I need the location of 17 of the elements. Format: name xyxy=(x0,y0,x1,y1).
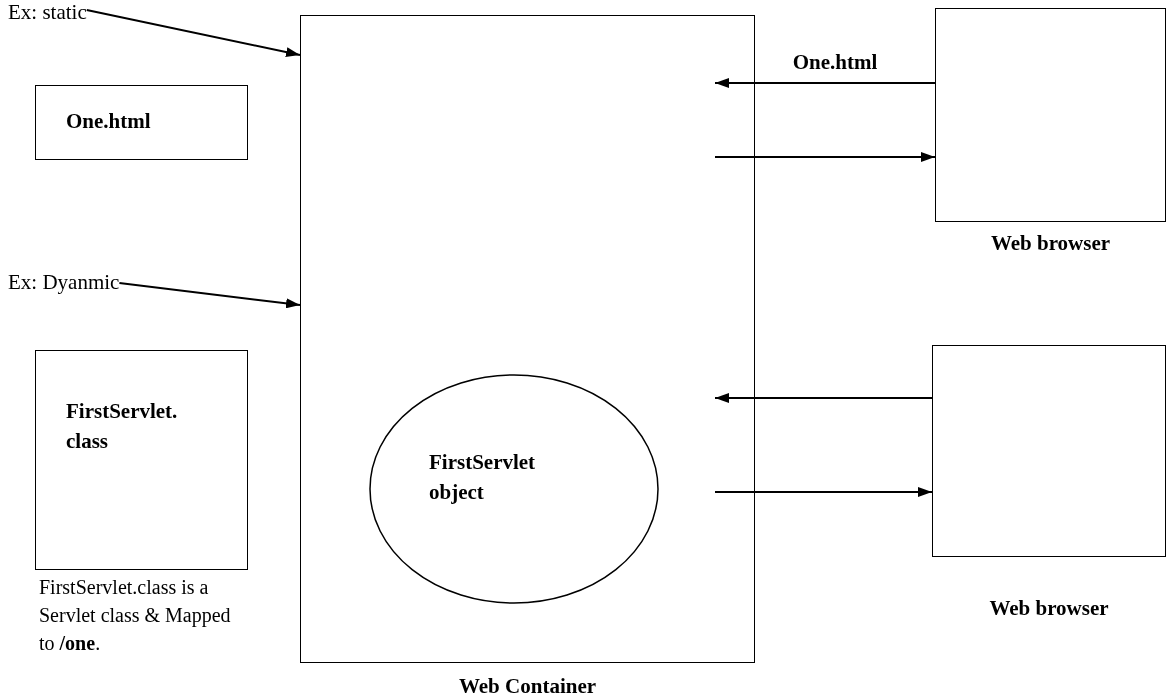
box-heading: Web Container xyxy=(457,674,598,698)
arrow xyxy=(118,282,301,309)
file-label: One.html xyxy=(66,108,152,135)
file-label: FirstServlet. class xyxy=(66,398,179,456)
file-box xyxy=(35,85,248,160)
note-text: FirstServlet.class is a Servlet class & Mapped to /one. xyxy=(39,575,232,656)
arrow xyxy=(714,393,933,403)
box-heading: Web browser xyxy=(988,596,1110,621)
example-label: Ex: Dyanmic xyxy=(8,270,120,295)
arrow xyxy=(714,152,936,162)
arrow xyxy=(714,78,936,88)
box-heading: Web browser xyxy=(989,231,1112,256)
example-label: Ex: static xyxy=(8,0,87,25)
arrow xyxy=(85,9,301,57)
object-label: FirstServlet object xyxy=(429,449,537,507)
arrow xyxy=(714,487,933,497)
object-ellipse xyxy=(369,374,659,604)
